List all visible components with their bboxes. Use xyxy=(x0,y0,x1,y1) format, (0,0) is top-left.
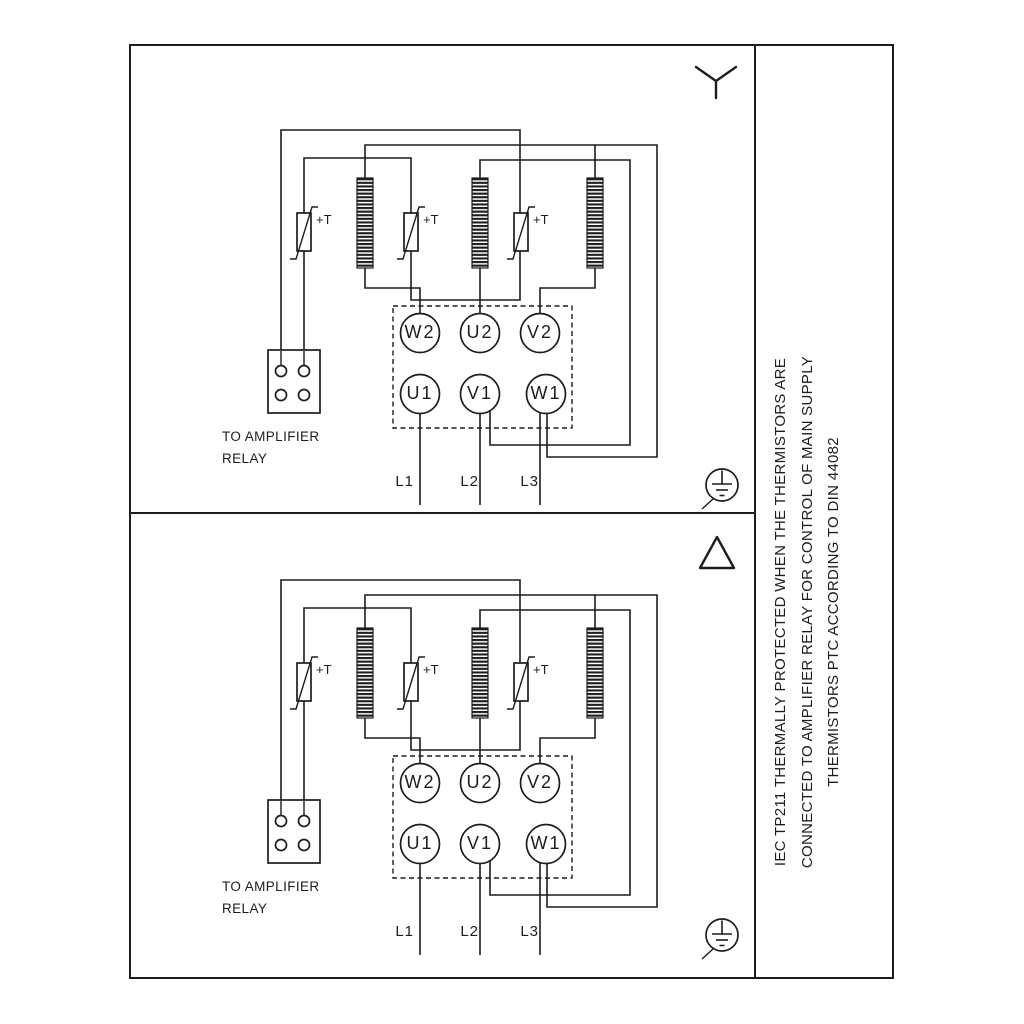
supply-label-l1: L1 xyxy=(395,923,414,940)
thermistor-label: +T xyxy=(423,662,439,677)
terminal-label-w2: W2 xyxy=(404,772,436,792)
supply-label-l2: L2 xyxy=(460,473,479,490)
star-connection-icon xyxy=(694,65,738,100)
terminal-label-u1: U1 xyxy=(406,833,434,853)
relay-caption-line2: RELAY xyxy=(222,901,268,916)
relay-caption-line1: TO AMPLIFIER xyxy=(222,429,320,444)
supply-label-l2: L2 xyxy=(460,923,479,940)
supply-label-l1: L1 xyxy=(395,473,414,490)
terminal-label-u2: U2 xyxy=(466,322,494,342)
side-note-line1: IEC TP211 THERMALLY PROTECTED WHEN THE T… xyxy=(772,357,789,867)
thermistor-label: +T xyxy=(423,212,439,227)
delta-connection-icon xyxy=(698,535,736,570)
supply-label-l3: L3 xyxy=(520,923,539,940)
terminal-label-v2: V2 xyxy=(526,322,554,342)
terminal-label-v1: V1 xyxy=(466,833,494,853)
side-note-line2: CONNECTED TO AMPLIFIER RELAY FOR CONTROL… xyxy=(798,355,816,869)
relay-caption-line2: RELAY xyxy=(222,451,268,466)
side-note-line3: THERMISTORS PTC ACCORDING TO DIN 44082 xyxy=(825,437,842,787)
terminal-label-v2: V2 xyxy=(526,772,554,792)
terminal-label-w2: W2 xyxy=(404,322,436,342)
thermistor-label: +T xyxy=(533,662,549,677)
side-note: IEC TP211 THERMALLY PROTECTED WHEN THE T… xyxy=(768,262,848,962)
supply-label-l3: L3 xyxy=(520,473,539,490)
thermistor-label: +T xyxy=(316,212,332,227)
outer-frame xyxy=(129,44,894,979)
star-panel-drawing xyxy=(267,129,739,510)
terminal-label-v1: V1 xyxy=(466,383,494,403)
terminal-label-w1: W1 xyxy=(530,833,562,853)
delta-panel-drawing xyxy=(267,579,739,960)
relay-caption-line1: TO AMPLIFIER xyxy=(222,879,320,894)
terminal-label-u2: U2 xyxy=(466,772,494,792)
thermistor-label: +T xyxy=(316,662,332,677)
terminal-label-w1: W1 xyxy=(530,383,562,403)
terminal-label-u1: U1 xyxy=(406,383,434,403)
thermistor-label: +T xyxy=(533,212,549,227)
